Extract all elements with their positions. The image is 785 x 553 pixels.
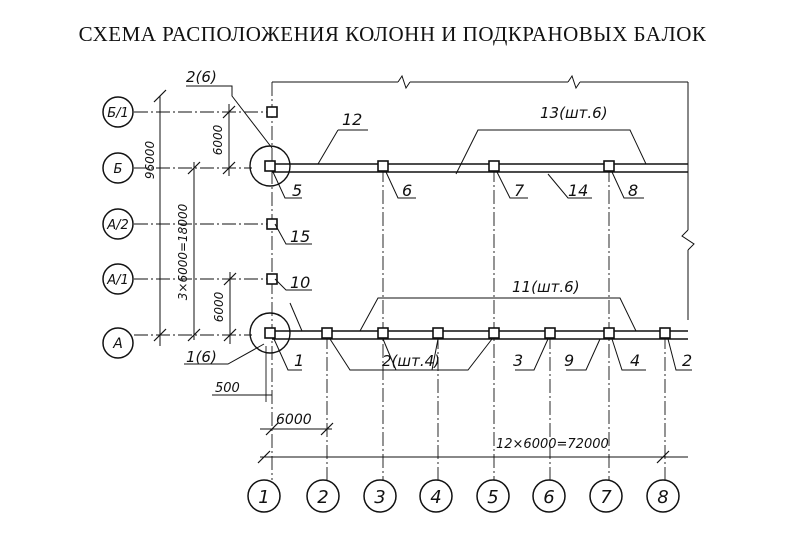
axis-bubble-a2: А/2	[102, 208, 134, 240]
callout-2: 2	[682, 351, 692, 370]
column-marker	[264, 327, 276, 339]
axis-bubble-a: А	[102, 327, 134, 359]
axis-label-a1: А/1	[106, 273, 129, 288]
axis-label-5: 5	[487, 487, 498, 508]
axis-bubble-a1: А/1	[102, 263, 134, 295]
dim-500-label: 500	[215, 381, 240, 396]
callout-15: 15	[290, 227, 310, 246]
callout-11: 11(шт.6)	[512, 278, 580, 296]
crane-beam-top	[272, 163, 688, 173]
column-marker	[603, 160, 615, 172]
dimension-72000: 12×6000=72000	[257, 437, 688, 464]
axis-label-b: Б	[114, 162, 123, 177]
callout-13: 13(шт.6)	[540, 104, 608, 122]
callout-5: 5	[292, 181, 302, 200]
callout-3: 3	[513, 351, 523, 370]
axis-label-a: А	[112, 336, 123, 352]
callout-labels: 2(6) 12 13(шт.6) 5 6 7 14 8 15 10 11(шт.…	[186, 68, 692, 370]
column-marker	[266, 273, 278, 285]
column-marker	[266, 106, 278, 118]
callout-leaders-top	[186, 85, 647, 291]
callout-1: 1	[294, 351, 304, 370]
axis-label-b1: Б/1	[107, 106, 129, 121]
dim-6000-top-label: 6000	[211, 124, 225, 155]
column-marker	[266, 218, 278, 230]
column-marker	[377, 327, 389, 339]
dim-18000-label: 3×6000=18000	[176, 203, 190, 300]
axis-label-7: 7	[600, 487, 612, 508]
columns	[264, 106, 671, 339]
number-axis-bubbles: 1 2 3 4 5 6 7 8	[247, 479, 680, 513]
callout-10: 10	[290, 273, 310, 292]
column-marker	[659, 327, 671, 339]
axis-label-2: 2	[317, 487, 328, 508]
column-marker	[377, 160, 389, 172]
axis-bubble-b: Б	[102, 152, 134, 184]
page-title: СХЕМА РАСПОЛОЖЕНИЯ КОЛОНН И ПОДКРАНОВЫХ …	[78, 22, 707, 46]
top-break-line	[272, 74, 688, 90]
dim-6000-bottom-label: 6000	[212, 291, 226, 322]
crane-beam-bottom	[272, 330, 688, 340]
callout-7: 7	[514, 181, 525, 200]
callout-2-4: 2(шт.4)	[382, 352, 440, 370]
axis-bubble-b1: Б/1	[102, 96, 134, 128]
callout-12: 12	[342, 110, 362, 129]
callout-leaders-bottom	[184, 297, 692, 371]
dimension-96000: 96000	[143, 89, 167, 346]
callout-9: 9	[564, 351, 574, 370]
column-marker	[321, 327, 333, 339]
callout-8: 8	[628, 181, 638, 200]
dim-6000-horizontal-label: 6000	[276, 412, 312, 428]
column-marker	[603, 327, 615, 339]
axis-label-3: 3	[374, 487, 385, 508]
dimension-6000-top: 6000	[211, 104, 236, 176]
axis-label-8: 8	[657, 487, 668, 508]
axis-label-6: 6	[543, 487, 554, 508]
column-marker	[432, 327, 444, 339]
number-axis-lines	[271, 82, 666, 480]
column-marker	[488, 327, 500, 339]
callout-4: 4	[630, 351, 640, 370]
dim-72000-label: 12×6000=72000	[496, 437, 609, 452]
dimension-18000: 3×6000=18000	[176, 161, 201, 342]
highlight-circle-a1	[249, 312, 291, 354]
dimension-6000-bottom: 6000	[212, 272, 237, 344]
callout-2-6: 2(6)	[186, 68, 217, 86]
right-edge-line	[681, 82, 695, 320]
dimension-6000-horizontal: 6000	[260, 412, 334, 436]
column-marker	[264, 160, 276, 172]
callout-1-6: 1(6)	[186, 348, 217, 366]
letter-axis-lines	[134, 111, 272, 336]
callout-14: 14	[568, 181, 588, 200]
column-marker	[544, 327, 556, 339]
axis-label-1: 1	[258, 487, 269, 508]
dimension-500: 500	[212, 346, 272, 402]
axis-label-a2: А/2	[106, 218, 129, 233]
column-marker	[488, 160, 500, 172]
callout-6: 6	[402, 181, 412, 200]
dim-96000-label: 96000	[143, 141, 157, 180]
axis-label-4: 4	[430, 487, 441, 508]
